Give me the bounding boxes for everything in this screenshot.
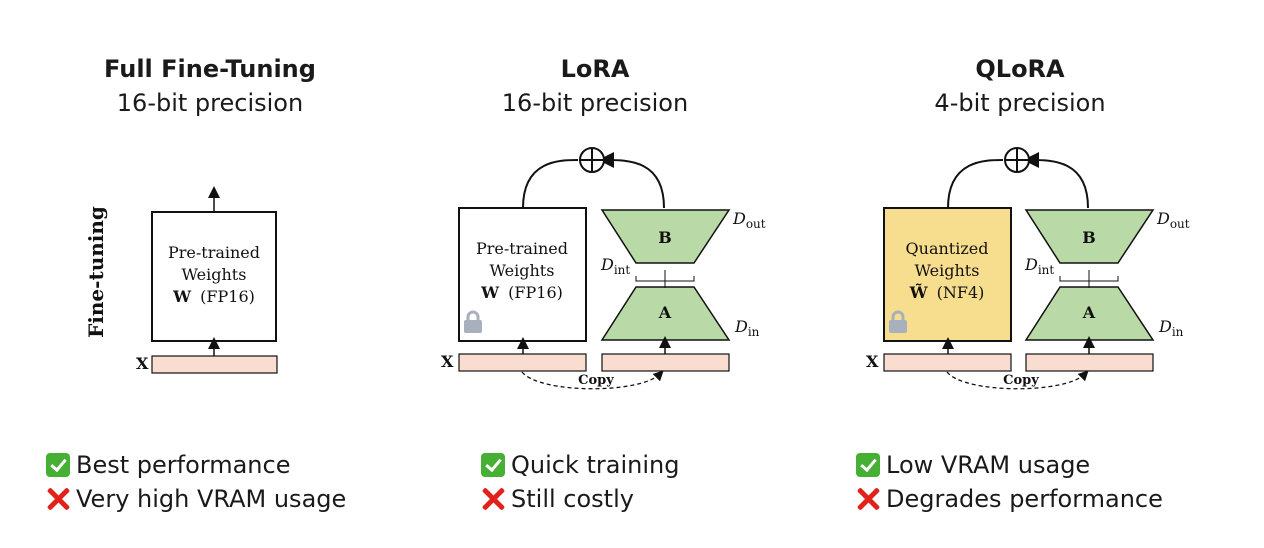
svg-text:Dint: Dint: [600, 255, 630, 277]
input-bar-copy: [601, 353, 730, 372]
con-item: Degrades performance: [856, 482, 1163, 516]
lora-diagram: Pre-trained Weights W (FP16) B A Dout Di…: [441, 147, 766, 390]
check-icon: [46, 453, 70, 477]
adapter-a-label: A: [1082, 303, 1096, 322]
title: LoRA: [560, 55, 630, 83]
weights-line-2: Weights: [915, 261, 980, 280]
input-bar-copy: [1025, 353, 1154, 372]
pro-item: Best performance: [46, 448, 346, 482]
panel-title-qlora: QLoRA 4-bit precision: [860, 52, 1180, 120]
d-in-label: in: [1172, 325, 1184, 339]
svg-text:Dout: Dout: [1156, 209, 1190, 231]
title: Full Fine-Tuning: [104, 55, 316, 83]
adapter-b-label: B: [1082, 228, 1096, 247]
con-text: Still costly: [511, 485, 634, 513]
d-int-label: int: [1038, 263, 1055, 277]
svg-text:W (FP16): W (FP16): [480, 283, 563, 302]
con-item: Still costly: [481, 482, 679, 516]
subtitle: 16-bit precision: [501, 89, 689, 117]
weights-line-1: Quantized: [906, 239, 989, 258]
weights-symbol: W: [480, 283, 500, 302]
adapter-a: [600, 286, 731, 341]
input-label: X: [441, 352, 454, 371]
input-bar: [883, 353, 1012, 372]
d-out-label: out: [1170, 217, 1190, 231]
pro-text: Quick training: [511, 451, 680, 479]
svg-text:W̃ (NF4): W̃ (NF4): [909, 283, 985, 302]
weights-symbol: W̃: [909, 283, 929, 302]
d-letter: D: [1024, 255, 1038, 274]
adapter-b-label: B: [658, 228, 672, 247]
plus-circle-icon: [579, 147, 605, 173]
notes-lora: Quick training Still costly: [481, 448, 679, 516]
weights-box: [151, 211, 277, 342]
adapter-b: [600, 209, 731, 264]
input-label: X: [136, 354, 149, 373]
notes-full-ft: Best performance Very high VRAM usage: [46, 448, 346, 516]
weights-format: (FP16): [508, 283, 563, 302]
subtitle: 4-bit precision: [934, 89, 1106, 117]
d-letter: D: [600, 255, 614, 274]
d-int-label: int: [614, 263, 631, 277]
pro-text: Best performance: [76, 451, 291, 479]
svg-text:Dint: Dint: [1024, 255, 1054, 277]
con-item: Very high VRAM usage: [46, 482, 346, 516]
input-label: X: [866, 352, 879, 371]
weights-box: [458, 207, 587, 342]
copy-label: Copy: [1003, 373, 1039, 388]
weights-line-2: Weights: [490, 261, 555, 280]
d-out-label: out: [746, 217, 766, 231]
quantized-weights-box: [883, 207, 1012, 342]
check-icon: [481, 453, 505, 477]
cross-icon: [46, 487, 70, 511]
pro-text: Low VRAM usage: [886, 451, 1091, 479]
subtitle: 16-bit precision: [116, 89, 304, 117]
weights-line-2: Weights: [182, 265, 247, 284]
d-letter: D: [1156, 209, 1170, 228]
svg-text:Din: Din: [734, 317, 760, 339]
weights-format: (FP16): [200, 287, 255, 306]
side-label: Fine-tuning: [84, 206, 108, 338]
svg-text:Dout: Dout: [732, 209, 766, 231]
cross-icon: [481, 487, 505, 511]
d-letter: D: [1158, 317, 1172, 336]
notes-qlora: Low VRAM usage Degrades performance: [856, 448, 1163, 516]
full-ft-diagram: Fine-tuning Pre-trained Weights W (FP16)…: [84, 186, 278, 374]
weights-symbol: W: [172, 287, 192, 306]
plus-circle-icon: [1004, 147, 1030, 173]
weights-line-1: Pre-trained: [168, 243, 260, 262]
input-bar: [151, 355, 278, 374]
weights-format: (NF4): [937, 283, 985, 302]
pro-item: Quick training: [481, 448, 679, 482]
d-in-label: in: [748, 325, 760, 339]
adapter-a: [1024, 286, 1155, 341]
qlora-diagram: Quantized Weights W̃ (NF4) B A Dout Dint…: [866, 147, 1190, 390]
adapter-a-label: A: [658, 303, 672, 322]
weights-line-1: Pre-trained: [476, 239, 568, 258]
copy-label: Copy: [578, 373, 614, 388]
adapter-b: [1024, 209, 1155, 264]
panel-title-full-ft: Full Fine-Tuning 16-bit precision: [50, 52, 370, 120]
con-text: Very high VRAM usage: [76, 485, 347, 513]
svg-text:W (FP16): W (FP16): [172, 287, 255, 306]
pro-item: Low VRAM usage: [856, 448, 1163, 482]
title: QLoRA: [975, 55, 1065, 83]
cross-icon: [856, 487, 880, 511]
input-bar: [458, 353, 587, 372]
con-text: Degrades performance: [886, 485, 1163, 513]
d-letter: D: [734, 317, 748, 336]
panel-title-lora: LoRA 16-bit precision: [435, 52, 755, 120]
check-icon: [856, 453, 880, 477]
d-letter: D: [732, 209, 746, 228]
svg-text:Din: Din: [1158, 317, 1184, 339]
